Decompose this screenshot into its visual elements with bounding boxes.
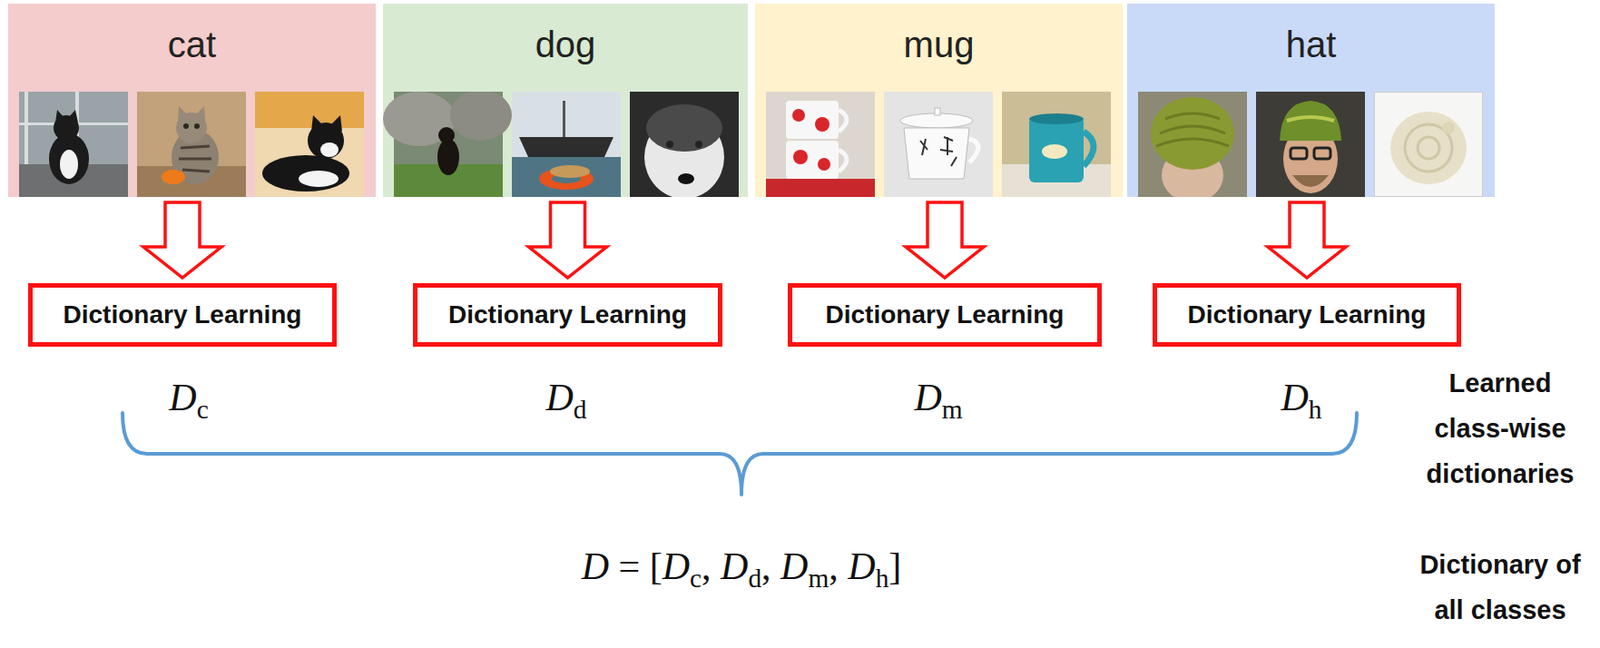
curly-bracket bbox=[122, 412, 1357, 495]
label-holder: Dm bbox=[913, 375, 962, 420]
photo-strip bbox=[382, 91, 748, 197]
label-holder: Dh bbox=[1280, 375, 1322, 420]
class-title: dog bbox=[535, 23, 597, 66]
math-glyph: = [ bbox=[608, 545, 663, 588]
label-holder: Dc bbox=[168, 375, 208, 420]
block-arrow bbox=[529, 202, 608, 278]
math-glyph: , bbox=[761, 545, 781, 588]
dictionary-symbol: Dh bbox=[1280, 375, 1322, 420]
dictionary-symbol: Dm bbox=[913, 375, 962, 420]
photo-strip bbox=[8, 91, 376, 197]
math-glyph: D bbox=[913, 376, 942, 419]
class-panel: cat bbox=[8, 3, 376, 197]
math-subscript: c bbox=[196, 394, 209, 424]
math-glyph: D bbox=[1280, 376, 1308, 419]
math-subscript: h bbox=[875, 563, 890, 593]
class-title: mug bbox=[903, 23, 975, 66]
process-box: Dictionary Learning bbox=[412, 283, 723, 347]
block-arrow bbox=[905, 202, 984, 278]
box-label: Dictionary Learning bbox=[1187, 300, 1427, 330]
math-glyph: D bbox=[168, 376, 197, 419]
photo-strip bbox=[755, 91, 1123, 197]
math-glyph: , bbox=[701, 545, 721, 588]
math-subscript: d bbox=[573, 394, 588, 424]
class-title: hat bbox=[1285, 23, 1337, 66]
math-glyph: D bbox=[847, 545, 875, 588]
box-label: Dictionary Learning bbox=[448, 300, 688, 330]
class-panel: dog bbox=[382, 3, 748, 197]
math-subscript: m bbox=[942, 394, 963, 424]
dictionary-symbol: Dd bbox=[545, 375, 587, 420]
box-label: Dictionary Learning bbox=[825, 300, 1065, 330]
math-subscript: m bbox=[807, 563, 829, 593]
label-holder: Dd bbox=[545, 375, 587, 420]
math-subscript: h bbox=[1308, 394, 1323, 424]
class-panel: hat bbox=[1127, 3, 1495, 197]
dictionary-symbol: Dc bbox=[168, 375, 208, 420]
annotation-label: Learned class-wise dictionaries bbox=[1409, 360, 1591, 497]
math-glyph: D bbox=[545, 376, 573, 419]
label-holder: Dictionary of all classes bbox=[1409, 541, 1591, 633]
block-arrow bbox=[1267, 202, 1346, 278]
dictionary-formula: D = [Dc, Dd, Dm, Dh] bbox=[581, 544, 903, 589]
math-glyph: ] bbox=[888, 545, 902, 588]
class-panel: mug bbox=[755, 3, 1123, 197]
math-glyph: D bbox=[780, 545, 808, 588]
math-glyph: D bbox=[662, 545, 690, 588]
label-holder: D = [Dc, Dd, Dm, Dh] bbox=[581, 544, 903, 589]
math-glyph: D bbox=[581, 545, 609, 588]
class-title: cat bbox=[167, 23, 216, 66]
annotation-label: Dictionary of all classes bbox=[1409, 541, 1591, 633]
math-glyph: , bbox=[828, 545, 848, 588]
math-subscript: c bbox=[689, 563, 702, 593]
box-label: Dictionary Learning bbox=[63, 300, 303, 330]
label-holder: Learned class-wise dictionaries bbox=[1409, 360, 1591, 497]
process-box: Dictionary Learning bbox=[1152, 283, 1462, 347]
math-glyph: D bbox=[720, 545, 748, 588]
block-arrow bbox=[143, 202, 222, 278]
math-subscript: d bbox=[747, 563, 762, 593]
process-box: Dictionary Learning bbox=[787, 283, 1102, 347]
photo-strip bbox=[1127, 91, 1495, 197]
process-box: Dictionary Learning bbox=[28, 283, 337, 347]
